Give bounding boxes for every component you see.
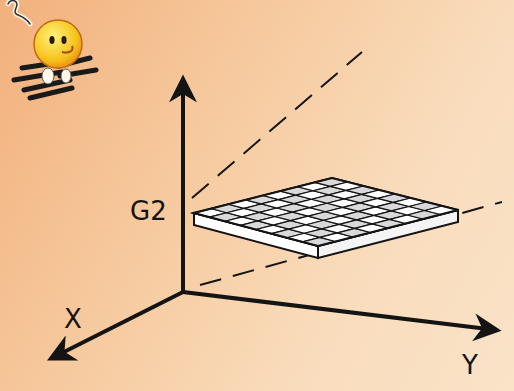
dashed-guide	[192, 52, 502, 285]
cartoon-character	[8, 1, 96, 98]
grid-slab	[194, 178, 458, 258]
axis	[52, 80, 496, 358]
slab-face	[194, 178, 458, 246]
axis-label: X	[64, 306, 82, 332]
axis-label: G2	[130, 198, 167, 224]
axis-label: Y	[462, 352, 478, 378]
slab-face	[194, 178, 458, 246]
slab-face	[318, 210, 458, 258]
